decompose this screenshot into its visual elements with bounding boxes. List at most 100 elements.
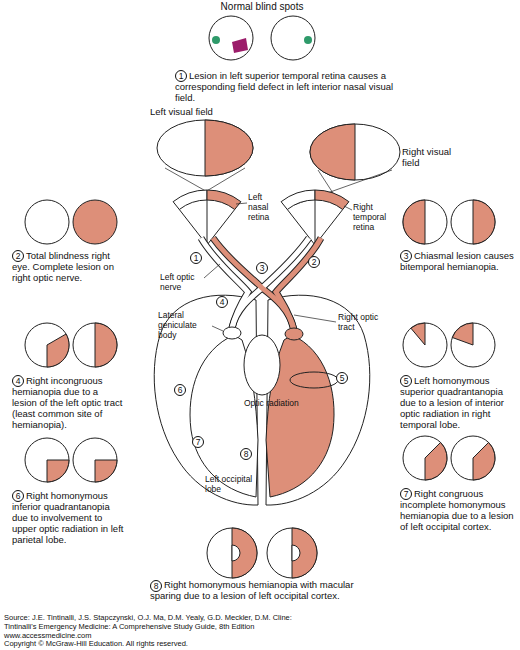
field-circle [451, 436, 495, 480]
fibre-outline [232, 238, 309, 328]
structure-label: Right temporal retina [353, 202, 401, 232]
field-circle [403, 436, 447, 480]
structure-label: Lateral geniculate body [158, 310, 214, 340]
field-defect [473, 442, 495, 480]
source-line: www.accessmedicine.com [4, 632, 519, 641]
macular-sparing [232, 545, 240, 561]
radiation-ring [290, 372, 338, 388]
field-circle [25, 323, 69, 367]
retina-temporal [315, 190, 349, 210]
field-circle [451, 323, 495, 367]
lateral-geniculate-body [285, 328, 303, 340]
field-defect [425, 442, 447, 480]
optic-fibre [276, 238, 321, 330]
number-text: 4 [16, 377, 21, 386]
field-circle [25, 438, 69, 482]
number-text: 4 [220, 298, 225, 307]
structure-label: Left nasal retina [248, 192, 282, 222]
visual-field [157, 120, 253, 176]
number-text: 1 [194, 254, 199, 263]
structure-label: Right visual field [402, 146, 462, 168]
caption-text: Right homonymous hemianopia with macular… [150, 580, 375, 601]
field-defect [473, 200, 495, 244]
field-circle [267, 528, 317, 578]
caption-number: 3 [400, 250, 412, 262]
caption-number: 1 [175, 70, 187, 82]
callout-number: 7 [192, 436, 204, 448]
visual-field-half [310, 124, 355, 180]
brainstem [244, 335, 280, 395]
field-defect [47, 334, 69, 367]
macular-sparing [292, 545, 300, 561]
caption-text: Right incongruous hemianopia due to a le… [12, 375, 124, 430]
leader-line [204, 264, 220, 278]
caption-text: Total blindness right eye. Complete lesi… [12, 250, 124, 283]
source-line: Source: J.E. Tintinalli, J.S. Stapczynsk… [4, 614, 519, 623]
leader-line [212, 326, 223, 331]
leader-line [344, 206, 352, 210]
field-circle [451, 200, 495, 244]
callout-number: 3 [256, 262, 268, 274]
callout-number: 1 [190, 252, 202, 264]
optic-fibre [232, 238, 309, 328]
callout-number: 4 [216, 296, 228, 308]
field-defect [95, 323, 117, 367]
number-text: 5 [404, 377, 409, 386]
retina-temporal [173, 190, 207, 210]
structure-label: Optic radiation [244, 398, 324, 408]
retina-nasal [281, 190, 315, 210]
field-defect [232, 38, 248, 53]
number-text: 3 [404, 252, 409, 261]
caption-number: 2 [12, 250, 24, 262]
structure-label: Right optic tract [338, 312, 383, 332]
caption-text: Left homonymous superior quadrantanopia … [400, 375, 515, 430]
caption-number: 6 [12, 490, 24, 502]
caption-number: 5 [400, 375, 412, 387]
number-text: 8 [154, 582, 159, 591]
leader-line [294, 315, 336, 322]
caption-text: Lesion in left superior temporal retina … [175, 70, 395, 103]
field-circle [209, 16, 253, 60]
field-defect [95, 460, 117, 482]
structure-label: Left visual field [150, 106, 240, 117]
field-defect [452, 323, 473, 345]
field-defect [292, 528, 317, 578]
field-circle [403, 200, 447, 244]
structure-label: Left occipital lobe [205, 474, 267, 494]
structure-label: Left optic nerve [160, 272, 210, 292]
field-circle [271, 16, 315, 60]
number-text: 7 [404, 490, 409, 499]
left-hemisphere [154, 295, 258, 505]
caption-text: Right homonymous inferior quadrantanopia… [12, 490, 124, 545]
eye-outline [179, 200, 234, 245]
retina-nasal [207, 190, 241, 210]
field-circle [207, 528, 257, 578]
number-text: 2 [16, 252, 21, 261]
caption-text: Chiasmal lesion causes bitemporal hemian… [400, 250, 515, 272]
field-circle [73, 438, 117, 482]
source-line: Copyright © McGraw-Hill Education. All r… [4, 640, 519, 649]
number-text: 6 [16, 492, 21, 501]
callout-number: 6 [174, 384, 186, 396]
number-text: 2 [312, 258, 317, 267]
caption-number: 7 [400, 488, 412, 500]
heading-label: Normal blind spots [187, 1, 337, 13]
field-defect [403, 200, 425, 244]
lateral-geniculate-body [223, 327, 241, 339]
field-circle [25, 200, 69, 244]
field-circle [73, 323, 117, 367]
field-circle [403, 323, 447, 367]
callout-number: 5 [336, 372, 348, 384]
source-line: Tintinalli's Emergency Medicine: A Compr… [4, 623, 519, 632]
number-text: 7 [196, 438, 201, 447]
caption-text: Right congruous incomplete homonymous he… [400, 488, 515, 532]
number-text: 3 [260, 264, 265, 273]
number-text: 8 [244, 450, 249, 459]
caption-number: 4 [12, 375, 24, 387]
callout-number: 8 [240, 448, 252, 460]
caption-number: 8 [150, 580, 162, 592]
blind-spot [304, 36, 312, 44]
number-text: 6 [178, 386, 183, 395]
field-defect [47, 460, 69, 482]
